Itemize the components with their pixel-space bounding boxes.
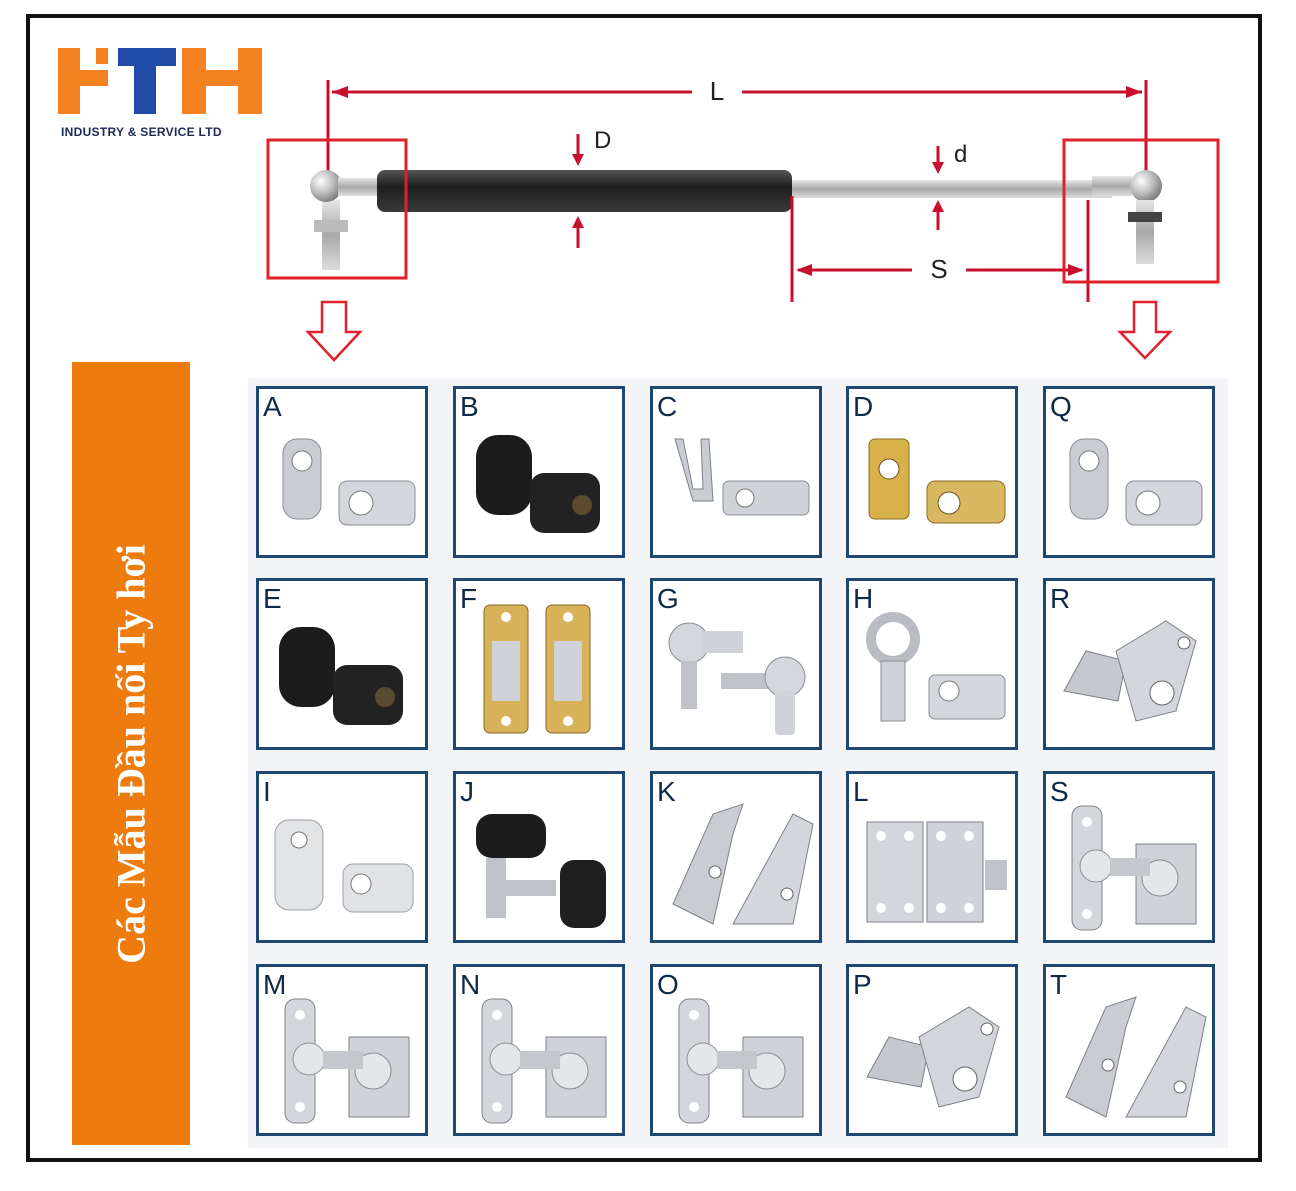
connector-tile: D <box>846 386 1018 558</box>
label-L: L <box>710 76 724 106</box>
connector-part-image <box>481 998 607 1124</box>
tile-letter: F <box>460 583 478 614</box>
connector-tile: J <box>453 771 625 943</box>
connector-part-image <box>668 622 806 735</box>
tile-letter: M <box>263 969 287 1000</box>
label-d: d <box>954 141 967 168</box>
connector-part-image <box>483 604 591 734</box>
connector-tile: K <box>650 771 822 943</box>
label-S: S <box>930 254 947 284</box>
gas-strut-diagram: L D d S <box>266 76 1220 362</box>
arrow-down-right-icon <box>1117 300 1173 360</box>
tile-letter: O <box>657 969 679 1000</box>
connector-part-image <box>866 1006 1000 1108</box>
tile-letter: P <box>853 969 872 1000</box>
tile-letter: R <box>1050 583 1071 614</box>
connector-tile: M <box>256 964 428 1136</box>
connector-tile: N <box>453 964 625 1136</box>
connector-tile: B <box>453 386 625 558</box>
connector-part-image <box>868 438 1006 524</box>
label-D: D <box>594 127 611 154</box>
connector-part-image <box>284 998 410 1124</box>
connector-part-image <box>1069 438 1203 526</box>
tile-letter: H <box>853 583 874 614</box>
connector-part-image <box>476 814 606 928</box>
connector-part-image <box>678 998 804 1124</box>
tile-letter: S <box>1050 776 1069 807</box>
connector-part-image <box>1071 805 1197 931</box>
connector-tile: Q <box>1043 386 1215 558</box>
connector-part-image <box>1063 620 1197 722</box>
connector-tile: G <box>650 578 822 750</box>
hth-logo <box>58 48 262 114</box>
side-banner: Các Mẫu Đầu nối Ty hơi <box>72 362 190 1145</box>
connector-part-image <box>674 438 810 516</box>
tile-letter: J <box>460 776 474 807</box>
connector-tile: I <box>256 771 428 943</box>
tile-letter: B <box>460 391 479 422</box>
tile-letter: T <box>1050 969 1068 1000</box>
connector-part-image <box>476 435 600 533</box>
connector-tile: A <box>256 386 428 558</box>
connector-tile: S <box>1043 771 1215 943</box>
tile-letter: C <box>657 391 678 422</box>
connector-tile: L <box>846 771 1018 943</box>
connector-part-image <box>279 627 403 725</box>
connector-part-image <box>1065 996 1207 1118</box>
tile-letter: N <box>460 969 481 1000</box>
connector-tile: H <box>846 578 1018 750</box>
tile-letter: G <box>657 583 679 614</box>
tile-letter: L <box>853 776 869 807</box>
connector-part-image <box>274 819 414 913</box>
connector-part-image <box>672 803 814 925</box>
connector-tile: E <box>256 578 428 750</box>
tile-letter: D <box>853 391 874 422</box>
connector-part-image <box>282 438 416 526</box>
connector-tile: C <box>650 386 822 558</box>
tile-letter: I <box>263 776 271 807</box>
connector-grid: A B C D Q E F G H R I J K L S M N O P T <box>248 378 1228 1148</box>
connector-tile: F <box>453 578 625 750</box>
tile-letter: A <box>263 391 282 422</box>
logo-subtitle: INDUSTRY & SERVICE LTD <box>61 125 222 139</box>
tile-letter: K <box>657 776 676 807</box>
connector-part-image <box>866 612 1006 722</box>
connector-tile: T <box>1043 964 1215 1136</box>
connector-tile: P <box>846 964 1018 1136</box>
connector-part-image <box>866 821 1007 923</box>
tile-letter: Q <box>1050 391 1072 422</box>
banner-title: Các Mẫu Đầu nối Ty hơi <box>108 543 154 964</box>
tile-letter: E <box>263 583 282 614</box>
arrow-down-left-icon <box>305 300 363 362</box>
connector-tile: O <box>650 964 822 1136</box>
connector-tile: R <box>1043 578 1215 750</box>
